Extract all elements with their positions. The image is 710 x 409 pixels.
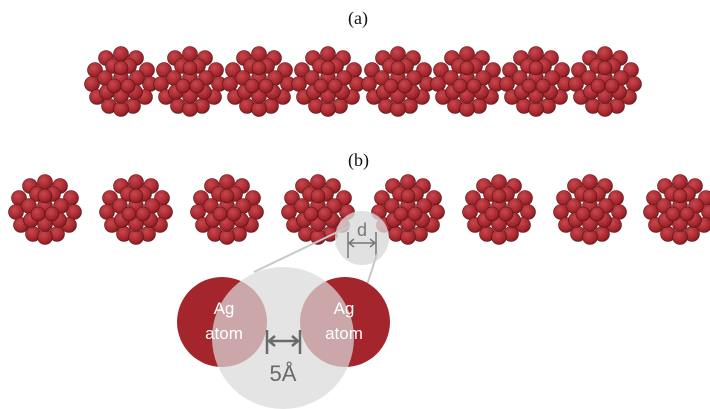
nanocluster-b-2	[99, 174, 173, 245]
gap-dimension	[347, 232, 377, 258]
zoom-line-left	[253, 225, 351, 273]
nanocluster-a-8	[568, 46, 642, 117]
ag-atom-left-label-2: atom	[205, 324, 243, 343]
panel-a-label: (a)	[348, 8, 368, 28]
nanocluster-a-2	[153, 46, 227, 117]
nanocluster-b-6	[462, 174, 536, 245]
nanocluster-b-7	[553, 174, 627, 245]
separation-dimension	[265, 330, 302, 354]
ag-atom-left-label-1: Ag	[214, 299, 235, 318]
nanocluster-a-4	[291, 46, 365, 117]
ag-atom-right-label-1: Ag	[334, 299, 355, 318]
gap-label-d: d	[357, 220, 367, 240]
panel-a-cluster-row	[84, 46, 642, 117]
nanocluster-b-3	[190, 174, 264, 245]
nanocluster-a-3	[222, 46, 296, 117]
nanocluster-a-7	[499, 46, 573, 117]
nanocluster-a-6	[430, 46, 504, 117]
separation-label: 5Å	[270, 361, 297, 386]
magnifier-large-circle	[212, 267, 354, 409]
nanocluster-a-1	[84, 46, 158, 117]
nanocluster-a-5	[361, 46, 435, 117]
nanocluster-b-1	[8, 174, 82, 245]
ag-atom-right-label-2: atom	[325, 324, 363, 343]
nanocluster-b-8	[643, 174, 710, 245]
panel-b-label: (b)	[348, 150, 369, 170]
